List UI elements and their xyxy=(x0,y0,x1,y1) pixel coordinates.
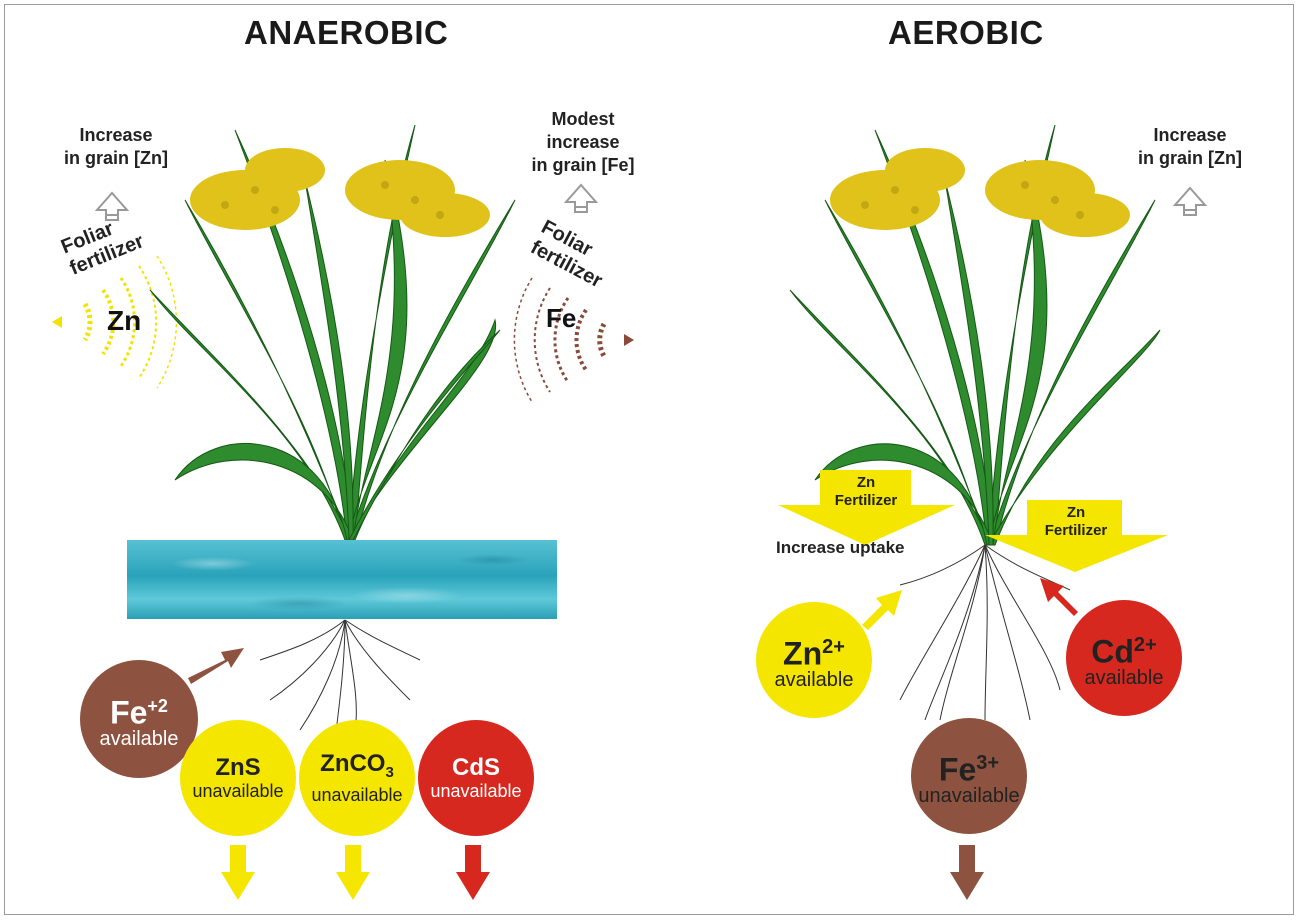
up-arrow-icon-left xyxy=(94,191,130,221)
cds-down-arrow xyxy=(456,845,490,900)
cds-circle: CdS unavailable xyxy=(418,720,534,836)
znco3-down-arrow xyxy=(336,845,370,900)
up-arrow-icon-right xyxy=(1172,186,1208,216)
fe-uptake-arrow xyxy=(188,648,244,684)
zn-spray-waves-icon xyxy=(82,255,178,389)
zn-fertilizer-label-right: Zn Fertilizer xyxy=(1044,504,1108,539)
zn-fertilizer-arrow-right xyxy=(985,500,1168,572)
note-increase-grain-zn-left: Increase in grain [Zn] xyxy=(64,125,168,168)
zns-down-arrow xyxy=(221,845,255,900)
flood-water-layer xyxy=(127,540,557,619)
cd-uptake-arrow xyxy=(1040,578,1078,616)
zns-circle: ZnS unavailable xyxy=(180,720,296,836)
note-increase-grain-zn-right: Increase in grain [Zn] xyxy=(1138,125,1242,168)
diagram-frame xyxy=(4,4,1294,915)
foliar-element-zn: Zn xyxy=(107,305,142,336)
fe-spray-waves-icon xyxy=(513,277,607,403)
fe2-available-circle: Fe+2 available xyxy=(80,660,198,778)
note-modest-increase-grain-fe: Modest increase in grain [Fe] xyxy=(531,109,635,175)
zn-fertilizer-label-left: Zn Fertilizer xyxy=(834,474,898,509)
anaerobic-title: ANAEROBIC xyxy=(244,14,449,51)
aerobic-title: AEROBIC xyxy=(888,14,1044,51)
zn2-available-circle: Zn2+ available xyxy=(756,602,872,718)
increase-uptake-label: Increase uptake xyxy=(776,538,905,557)
zn-fertilizer-arrow-left xyxy=(778,470,955,545)
roots-anaerobic xyxy=(259,619,421,741)
znco3-circle: ZnCO3 unavailable xyxy=(299,720,415,836)
zn-uptake-arrow xyxy=(862,590,902,630)
foliar-element-fe: Fe xyxy=(546,303,577,333)
up-arrow-icon-middle xyxy=(563,183,599,213)
rice-plant-aerobic xyxy=(789,124,1161,546)
fe3-unavailable-circle: Fe3+ unavailable xyxy=(911,718,1027,834)
cd2-available-circle: Cd2+ available xyxy=(1066,600,1182,716)
roots-aerobic xyxy=(899,544,1071,721)
fe3-down-arrow xyxy=(950,845,984,900)
rice-plant-anaerobic xyxy=(149,124,516,541)
